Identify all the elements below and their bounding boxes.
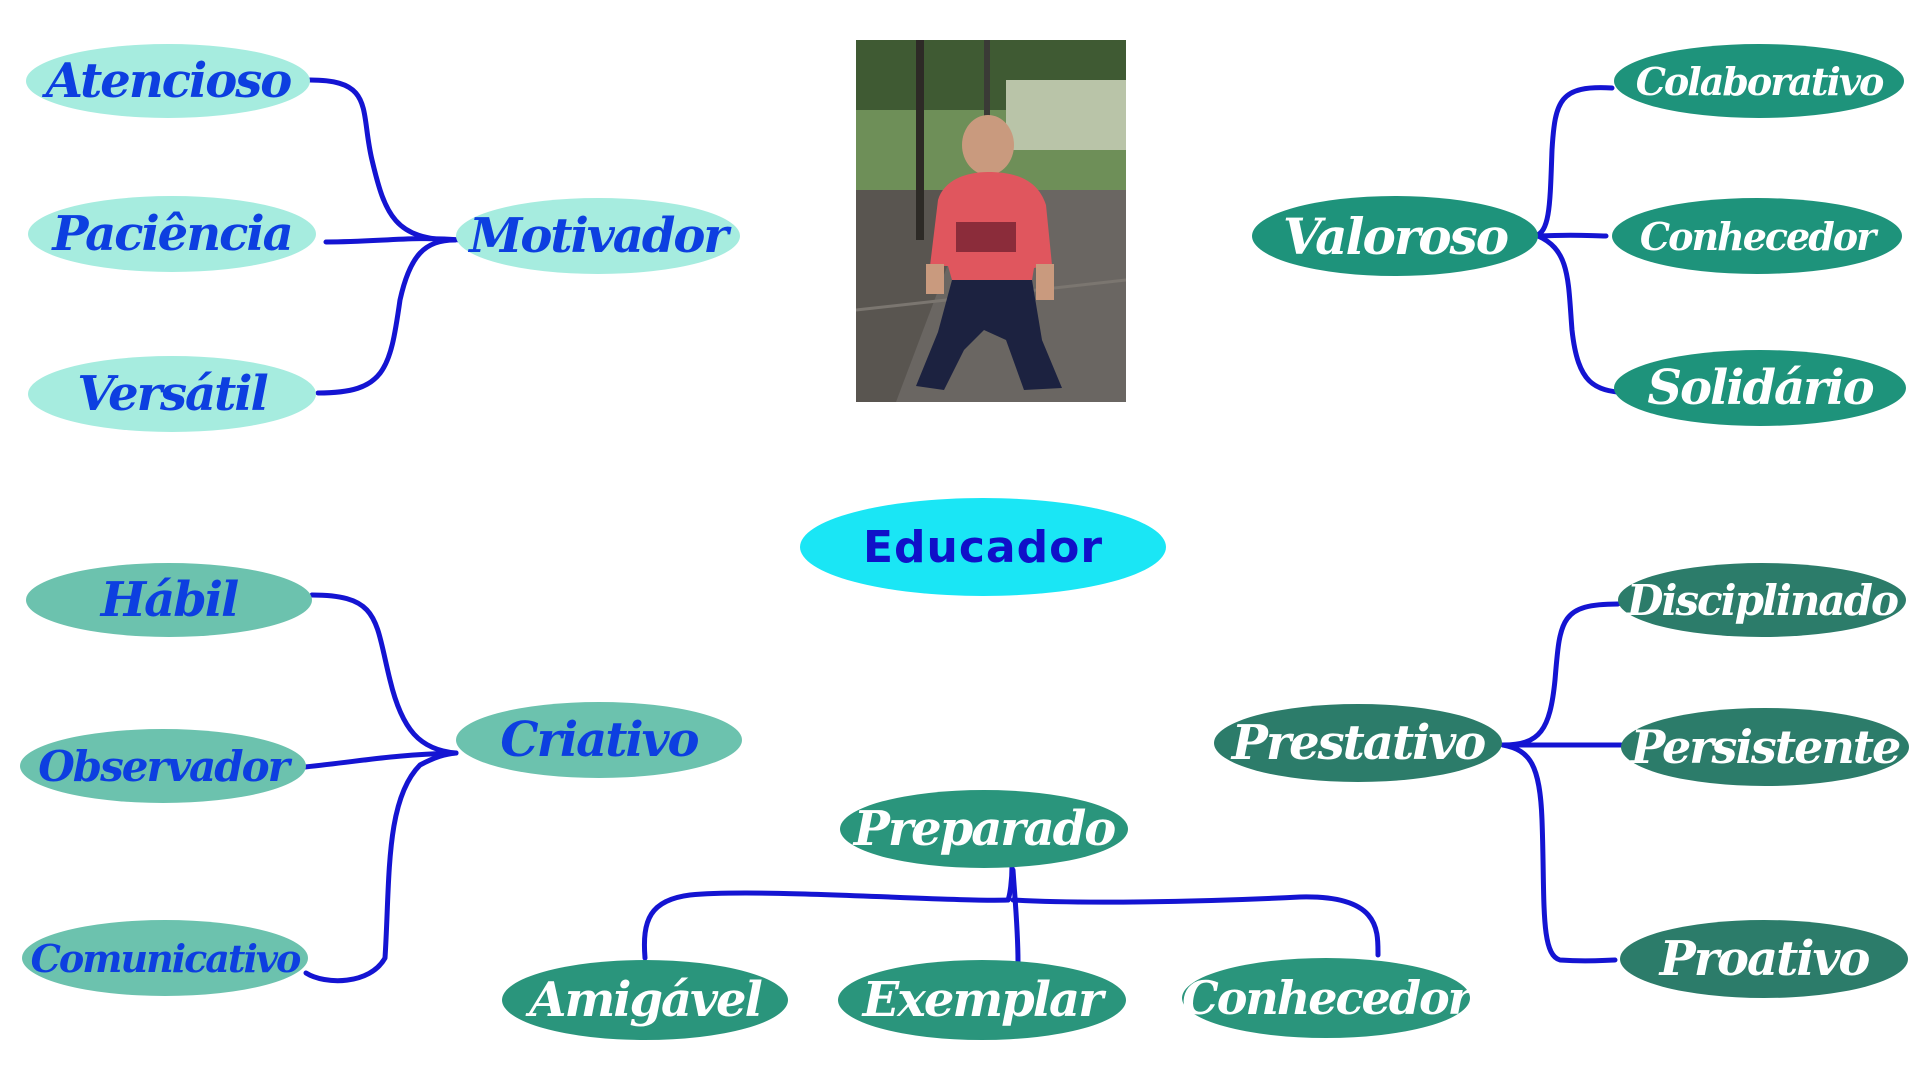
node-valoroso: Valoroso bbox=[1252, 196, 1538, 276]
node-exemplar: Exemplar bbox=[838, 960, 1126, 1040]
node-preparado: Preparado bbox=[840, 790, 1128, 868]
node-motivador: Motivador bbox=[456, 198, 740, 274]
node-amigavel: Amigável bbox=[502, 960, 788, 1040]
node-conhecedor-top: Conhecedor bbox=[1612, 198, 1902, 274]
node-observador: Observador bbox=[20, 729, 306, 803]
educator-photo bbox=[856, 40, 1126, 402]
connector-colaborativo bbox=[1532, 85, 1615, 239]
connector-habil bbox=[309, 592, 459, 756]
connector-amigavel bbox=[641, 890, 1011, 961]
node-conhecedor-bottom: Conhecedor bbox=[1182, 958, 1472, 1038]
person-photo-icon bbox=[856, 40, 1126, 402]
connector-proativo bbox=[1500, 742, 1618, 964]
node-criativo: Criativo bbox=[456, 702, 742, 778]
node-paciencia: Paciência bbox=[28, 196, 316, 272]
node-colaborativo: Colaborativo bbox=[1614, 44, 1904, 118]
node-habil: Hábil bbox=[26, 563, 312, 637]
node-disciplinado: Disciplinado bbox=[1618, 563, 1906, 637]
node-prestativo: Prestativo bbox=[1214, 704, 1502, 782]
central-node-educador: Educador bbox=[800, 498, 1166, 596]
connector-comunicativo bbox=[303, 750, 459, 984]
node-solidario: Solidário bbox=[1614, 350, 1906, 426]
node-versatil: Versátil bbox=[28, 356, 316, 432]
connector-observador bbox=[302, 750, 459, 770]
connector-conhecedor-top bbox=[1535, 232, 1609, 239]
connector-versatil bbox=[315, 237, 458, 396]
node-atencioso: Atencioso bbox=[26, 44, 310, 118]
connector-solidario bbox=[1535, 233, 1628, 396]
node-persistente: Persistente bbox=[1621, 708, 1909, 786]
node-proativo: Proativo bbox=[1620, 920, 1908, 998]
connector-exemplar bbox=[1010, 867, 1021, 965]
connector-conhecedor-bottom bbox=[1010, 894, 1381, 958]
connector-disciplinado bbox=[1500, 601, 1621, 748]
connector-atencioso bbox=[307, 77, 458, 243]
node-comunicativo: Comunicativo bbox=[22, 920, 308, 996]
